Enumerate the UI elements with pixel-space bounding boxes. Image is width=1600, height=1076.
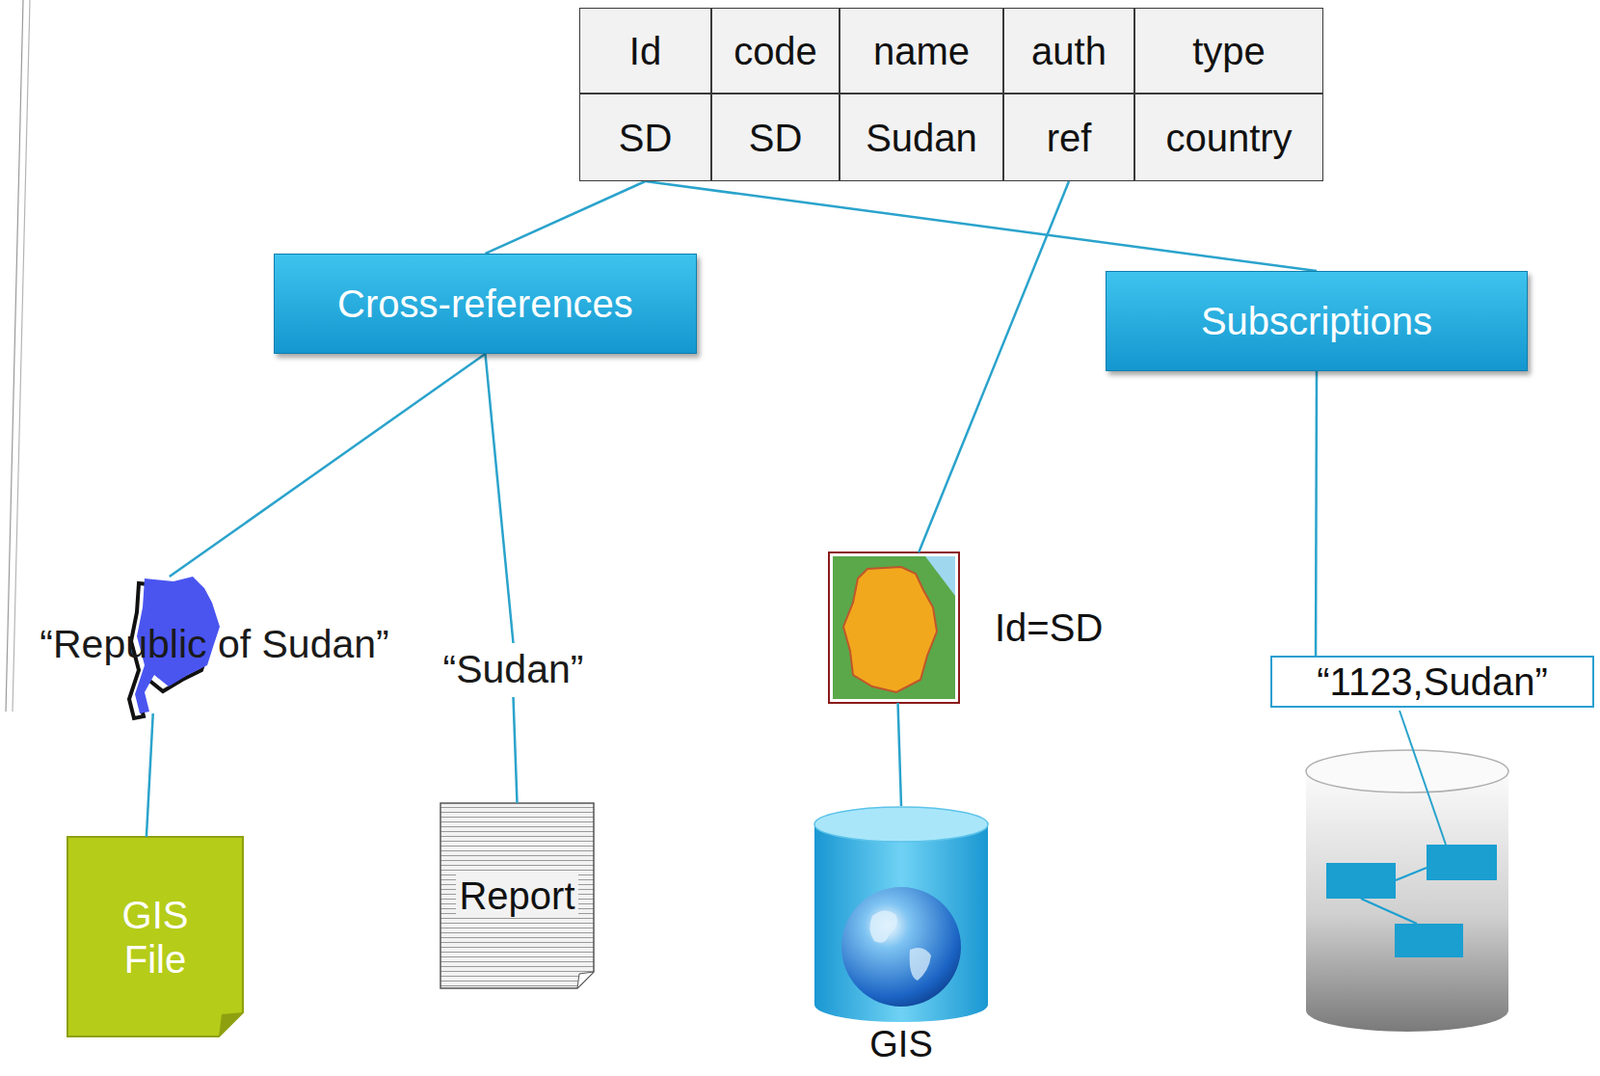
- page-edge-lines: [5, 0, 30, 712]
- value-cell: country: [1134, 93, 1324, 182]
- header-cell: name: [839, 7, 1004, 94]
- process-box: Subscriptions: [1105, 270, 1528, 372]
- value-cell: ref: [1003, 93, 1135, 182]
- node-text: Id=SD: [994, 605, 1103, 650]
- text-node: “Sudan”: [439, 642, 588, 697]
- grey-database: [1306, 710, 1509, 1032]
- node-text: Report: [455, 873, 578, 918]
- node-text: auth: [1031, 28, 1107, 74]
- connector: [513, 696, 518, 803]
- value-cell: SD: [711, 93, 840, 182]
- connector: [485, 353, 514, 643]
- node-text: “1123,Sudan”: [1316, 659, 1547, 704]
- node-text: “Sudan”: [443, 646, 585, 693]
- report-icon: Report: [440, 802, 594, 988]
- node-text: Subscriptions: [1200, 298, 1433, 344]
- gis-file-doc: [67, 836, 243, 1037]
- connector: [645, 181, 1318, 271]
- leader-line: [1399, 710, 1446, 845]
- value-cell: SD: [579, 93, 712, 182]
- map-icon: [828, 552, 960, 703]
- node-text: country: [1165, 115, 1292, 160]
- node-text: type: [1192, 28, 1266, 74]
- database-icon: GIS: [814, 805, 988, 1022]
- node-text: name: [873, 28, 970, 74]
- process-box: Cross-references: [273, 253, 697, 354]
- header-cell: type: [1134, 7, 1324, 94]
- node-text: Id: [629, 28, 662, 74]
- node-text: Cross-references: [337, 281, 634, 326]
- node-text: GIS: [869, 1023, 933, 1067]
- report-doc: [440, 802, 594, 988]
- node-text: SD: [618, 115, 673, 160]
- header-cell: auth: [1003, 7, 1135, 94]
- record-box: “1123,Sudan”: [1270, 655, 1595, 708]
- node-text: Sudan: [865, 115, 978, 160]
- node-text: “Republic of Sudan”: [39, 621, 389, 667]
- connector: [898, 702, 902, 806]
- header-cell: code: [711, 7, 840, 94]
- connector: [918, 181, 1069, 553]
- shape-label: “Republic of Sudan”: [9, 576, 420, 714]
- gis-database: [814, 806, 988, 1022]
- connector: [485, 181, 646, 254]
- node-text: SD: [748, 115, 803, 160]
- node-text: code: [733, 28, 818, 74]
- map-icon: Id=SD: [828, 552, 960, 703]
- header-cell: Id: [579, 7, 712, 94]
- connector: [1314, 371, 1318, 656]
- node-text: GIS File: [102, 892, 209, 982]
- node-text: ref: [1046, 115, 1093, 160]
- value-cell: Sudan: [839, 93, 1004, 182]
- connector: [146, 713, 154, 837]
- file-icon: GIS File: [67, 836, 243, 1037]
- connector: [169, 353, 486, 577]
